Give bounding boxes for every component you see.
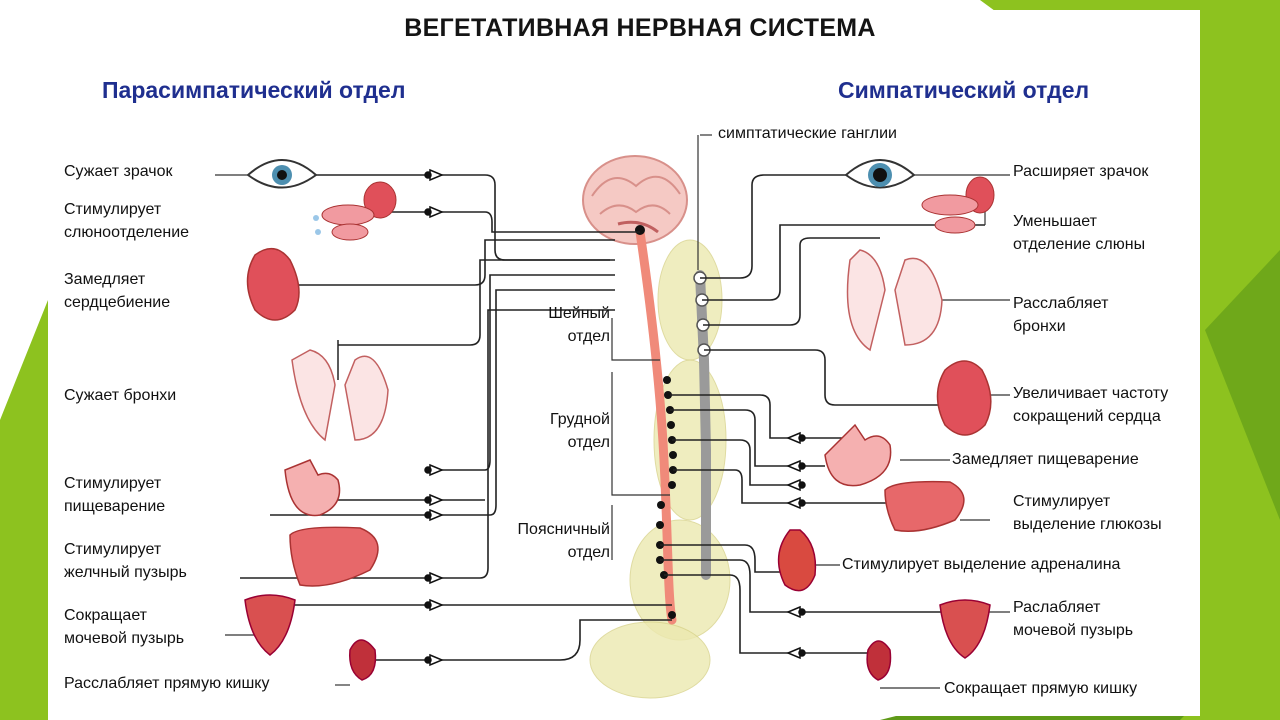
sympathetic-nerves (660, 174, 985, 654)
parasympathetic-synapse-markers (424, 168, 444, 667)
sympathetic-heading: Симпатический отдел (838, 77, 1090, 103)
symp-effect-pupil: Расширяет зрачок (1013, 163, 1149, 180)
salivary-glands-right (921, 176, 995, 234)
para-effect-bronchi: Сужает бронхи (64, 387, 177, 404)
para-effect-rectum: Расслабляет прямую кишку (64, 675, 270, 692)
sympathetic-synapse-markers (786, 431, 806, 660)
heart-right (936, 360, 992, 436)
spinal-cord (635, 227, 677, 625)
lungs-left (291, 340, 389, 442)
bladder-right (939, 599, 991, 659)
parasympathetic-heading: Парасимпатический отдел (102, 77, 406, 103)
liver-right (884, 480, 965, 532)
stomach-left (284, 459, 341, 517)
liver-left (289, 526, 379, 587)
para-effect-pupil: Сужает зрачок (64, 163, 173, 180)
lungs-right (846, 249, 943, 352)
page-title: ВЕГЕТАТИВНАЯ НЕРВНАЯ СИСТЕМА (404, 14, 876, 42)
salivary-glands-left (313, 181, 397, 241)
adrenal-kidney-right (777, 529, 817, 592)
ganglia-label: симптатические ганглии (718, 125, 897, 142)
rectum-right (866, 640, 892, 681)
sympathetic-chain (695, 270, 711, 580)
parasympathetic-nerves (240, 174, 672, 661)
green-left-band (0, 300, 48, 720)
rectum-left (349, 639, 377, 681)
symp-effect-adrenaline: Стимулирует выделение адреналина (842, 556, 1121, 573)
diagram-sheet (48, 10, 1200, 716)
eye-left (246, 159, 318, 189)
spinal-nerve-nodes (635, 225, 677, 619)
bladder-left (244, 594, 296, 656)
symp-effect-digestion: Замедляет пищеварение (952, 451, 1139, 468)
heart-left (246, 247, 300, 321)
stomach-right (824, 423, 892, 487)
symp-effect-rectum: Сокращает прямую кишку (944, 680, 1138, 697)
eye-right (844, 159, 916, 189)
brain (582, 155, 688, 245)
green-right-stripe (1205, 250, 1280, 520)
